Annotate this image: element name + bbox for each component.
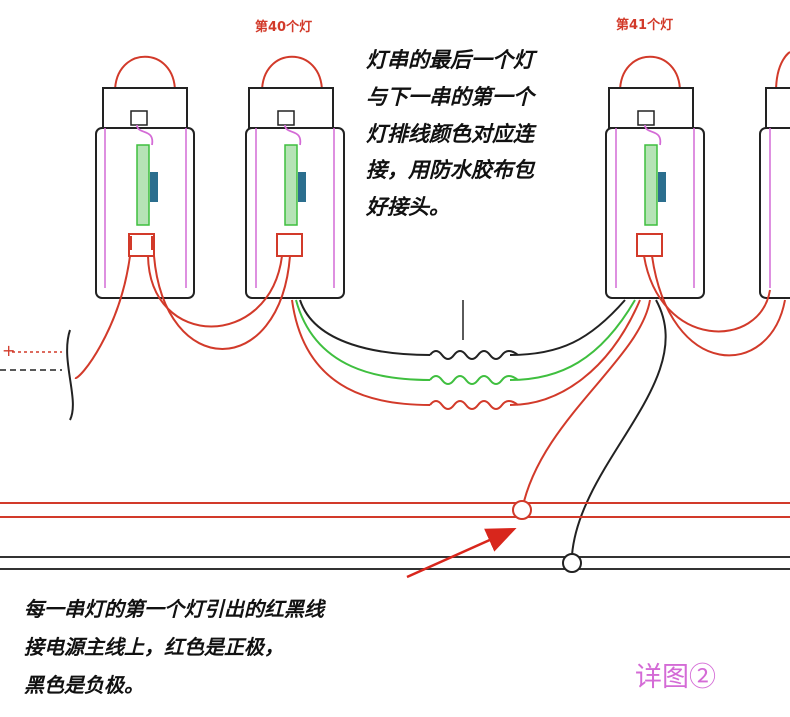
note-bottom-line: 每一串灯的第一个灯引出的红黑线 xyxy=(24,597,324,621)
note-bottom-line: 接电源主线上，红色是正极， xyxy=(24,635,284,659)
lamp-39 xyxy=(95,55,195,299)
lamp-42 xyxy=(759,51,790,299)
junction-arrow xyxy=(406,527,517,579)
lamp-41 xyxy=(605,55,705,299)
note-top-line: 灯串的最后一个灯 xyxy=(366,48,534,72)
junction-wires xyxy=(291,299,641,410)
label-bulb-40: 第40个灯 xyxy=(255,20,313,35)
main-power-lines xyxy=(0,500,790,573)
note-top-line: 与下一串的第一个 xyxy=(366,84,534,109)
left-positive-marker: + xyxy=(0,341,62,371)
note-top-line: 接，用防水胶布包 xyxy=(366,158,534,183)
note-bottom: 每一串灯的第一个灯引出的红黑线 接电源主线上，红色是正极， 黑色是负极。 xyxy=(24,590,324,704)
note-top-line: 灯排线颜色对应连 xyxy=(366,121,534,146)
series-wires xyxy=(66,255,786,421)
note-top-line: 好接头。 xyxy=(366,195,450,219)
detail-caption: 详图② xyxy=(635,662,716,693)
lamp-40 xyxy=(245,55,345,299)
label-bulb-41: 第41个灯 xyxy=(616,18,674,33)
note-top: 灯串的最后一个灯 与下一串的第一个 灯排线颜色对应连 接，用防水胶布包 好接头。 xyxy=(366,42,534,226)
power-feed xyxy=(521,299,667,556)
note-bottom-line: 黑色是负极。 xyxy=(24,673,144,697)
positive-mark: + xyxy=(2,341,15,360)
